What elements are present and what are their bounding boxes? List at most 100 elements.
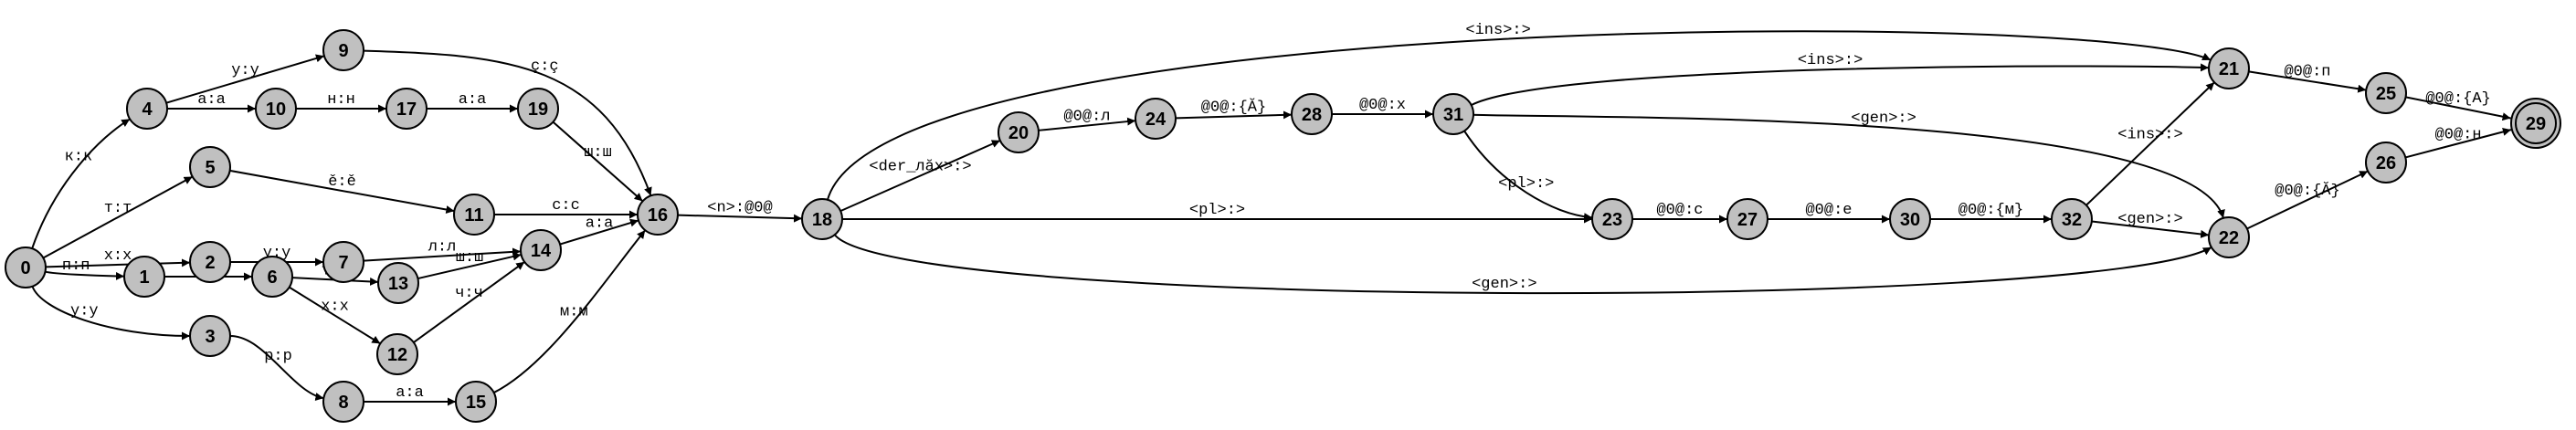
state-16-circle (637, 194, 679, 236)
state-17-circle (385, 88, 428, 130)
edge-label-5-11: ě:ě (328, 173, 356, 191)
edge-label-28-31: @0@:х (1359, 97, 1406, 114)
state-25: 25 (2365, 72, 2407, 114)
edge-12-14 (413, 261, 525, 343)
edges-layer (31, 30, 2512, 406)
state-7: 7 (322, 241, 364, 283)
state-25-circle (2365, 72, 2407, 114)
state-22: 22 (2208, 216, 2250, 258)
edge-label-6-12: х:х (321, 299, 349, 316)
state-13-circle (377, 262, 419, 304)
state-29-inner-ring (2515, 102, 2557, 144)
state-2-label: 2 (205, 253, 215, 273)
edge-label-26-29: @0@:н (2435, 126, 2482, 143)
edge-0-4 (31, 118, 131, 249)
edge-label-18-20: <der_лăх>:> (869, 159, 971, 176)
state-4: 4 (126, 88, 168, 130)
state-9-circle (322, 29, 364, 71)
state-5-circle (189, 146, 231, 188)
edge-15-16 (493, 229, 647, 393)
edge-20-24 (1038, 117, 1136, 131)
state-4-circle (126, 88, 168, 130)
state-24-circle (1135, 98, 1177, 140)
state-9: 9 (322, 29, 364, 71)
state-14: 14 (520, 229, 562, 271)
state-25-label: 25 (2376, 84, 2396, 104)
state-22-circle (2208, 216, 2250, 258)
state-20: 20 (998, 111, 1040, 153)
state-10-circle (255, 88, 297, 130)
edge-label-18-21: <ins>:> (1465, 22, 1530, 39)
state-5: 5 (189, 146, 231, 188)
state-11: 11 (453, 194, 495, 236)
edge-label-13-14: ш:ш (456, 249, 484, 267)
state-17-label: 17 (396, 100, 417, 120)
edge-26-29 (2405, 128, 2512, 159)
state-30-circle (1889, 198, 1931, 240)
edge-32-21 (2085, 81, 2215, 206)
edge-label-32-22: <gen>:> (2117, 211, 2182, 228)
state-28-label: 28 (1302, 105, 1322, 125)
edge-label-32-21: <ins>:> (2117, 127, 2182, 144)
state-16: 16 (637, 194, 679, 236)
edge-31-21 (1471, 63, 2210, 106)
edge-label-17-19: а:а (459, 91, 487, 109)
state-0-label: 0 (20, 258, 30, 278)
state-23-circle (1591, 198, 1633, 240)
edge-label-12-14: ч:ч (455, 285, 483, 302)
state-0-circle (5, 246, 47, 288)
state-14-label: 14 (531, 241, 552, 261)
state-15-label: 15 (466, 393, 486, 413)
state-1: 1 (123, 256, 165, 298)
edge-label-4-9: у:у (231, 62, 259, 79)
state-32-circle (2051, 198, 2093, 240)
edge-label-25-29: @0@:{А} (2425, 90, 2490, 108)
state-30: 30 (1889, 198, 1931, 240)
state-3: 3 (189, 315, 231, 357)
state-18-circle (801, 198, 843, 240)
state-23-label: 23 (1602, 210, 1622, 230)
state-12: 12 (376, 333, 418, 375)
state-4-label: 4 (142, 100, 153, 120)
edge-label-0-5: т:т (104, 200, 132, 217)
edge-label-22-26: @0@:{Ă} (2275, 182, 2339, 200)
state-7-circle (322, 241, 364, 283)
edge-18-21 (827, 30, 2212, 201)
state-11-label: 11 (464, 205, 483, 225)
state-2: 2 (189, 241, 231, 283)
state-16-label: 16 (648, 205, 668, 225)
state-31-label: 31 (1443, 105, 1463, 125)
edge-label-23-27: @0@:с (1656, 202, 1703, 219)
state-8: 8 (322, 381, 364, 423)
edge-label-18-22: <gen>:> (1472, 276, 1536, 293)
edge-label-14-16: а:а (586, 215, 614, 233)
state-20-label: 20 (1008, 123, 1029, 143)
state-20-circle (998, 111, 1040, 153)
edge-label-4-10: а:а (197, 91, 226, 109)
edge-label-7-14: л:л (428, 239, 457, 257)
state-32: 32 (2051, 198, 2093, 240)
state-18-label: 18 (812, 210, 832, 230)
edge-3-8 (229, 335, 324, 401)
state-10: 10 (255, 88, 297, 130)
state-5-label: 5 (205, 158, 215, 178)
state-3-circle (189, 315, 231, 357)
edge-label-27-30: @0@:е (1805, 202, 1852, 219)
state-11-circle (453, 194, 495, 236)
state-15-circle (455, 381, 497, 423)
edge-32-22 (2091, 220, 2210, 238)
edge-label-20-24: @0@:л (1063, 109, 1110, 126)
state-12-circle (376, 333, 418, 375)
edge-24-28 (1175, 110, 1293, 120)
edge-19-16 (552, 121, 644, 203)
state-21-label: 21 (2219, 59, 2239, 79)
state-6-circle (251, 256, 293, 298)
edge-label-19-16: ш:ш (584, 144, 612, 162)
edge-label-11-16: с:с (552, 197, 580, 215)
edge-5-11 (229, 169, 455, 214)
state-17: 17 (385, 88, 428, 130)
state-18: 18 (801, 198, 843, 240)
edge-label-10-17: н:н (327, 91, 355, 109)
